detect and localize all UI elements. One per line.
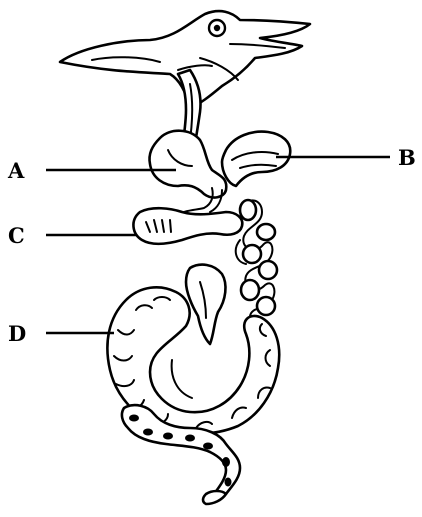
- label-b: B: [398, 147, 416, 168]
- coiled-intestine: [236, 200, 277, 316]
- label-c: C: [8, 225, 25, 246]
- label-d: D: [8, 323, 26, 344]
- cecum: [186, 265, 225, 344]
- pancreas: [222, 132, 290, 186]
- stomach: [149, 131, 226, 198]
- small-intestine-segment: [133, 208, 242, 244]
- eye: [209, 20, 225, 36]
- label-a: A: [8, 160, 24, 181]
